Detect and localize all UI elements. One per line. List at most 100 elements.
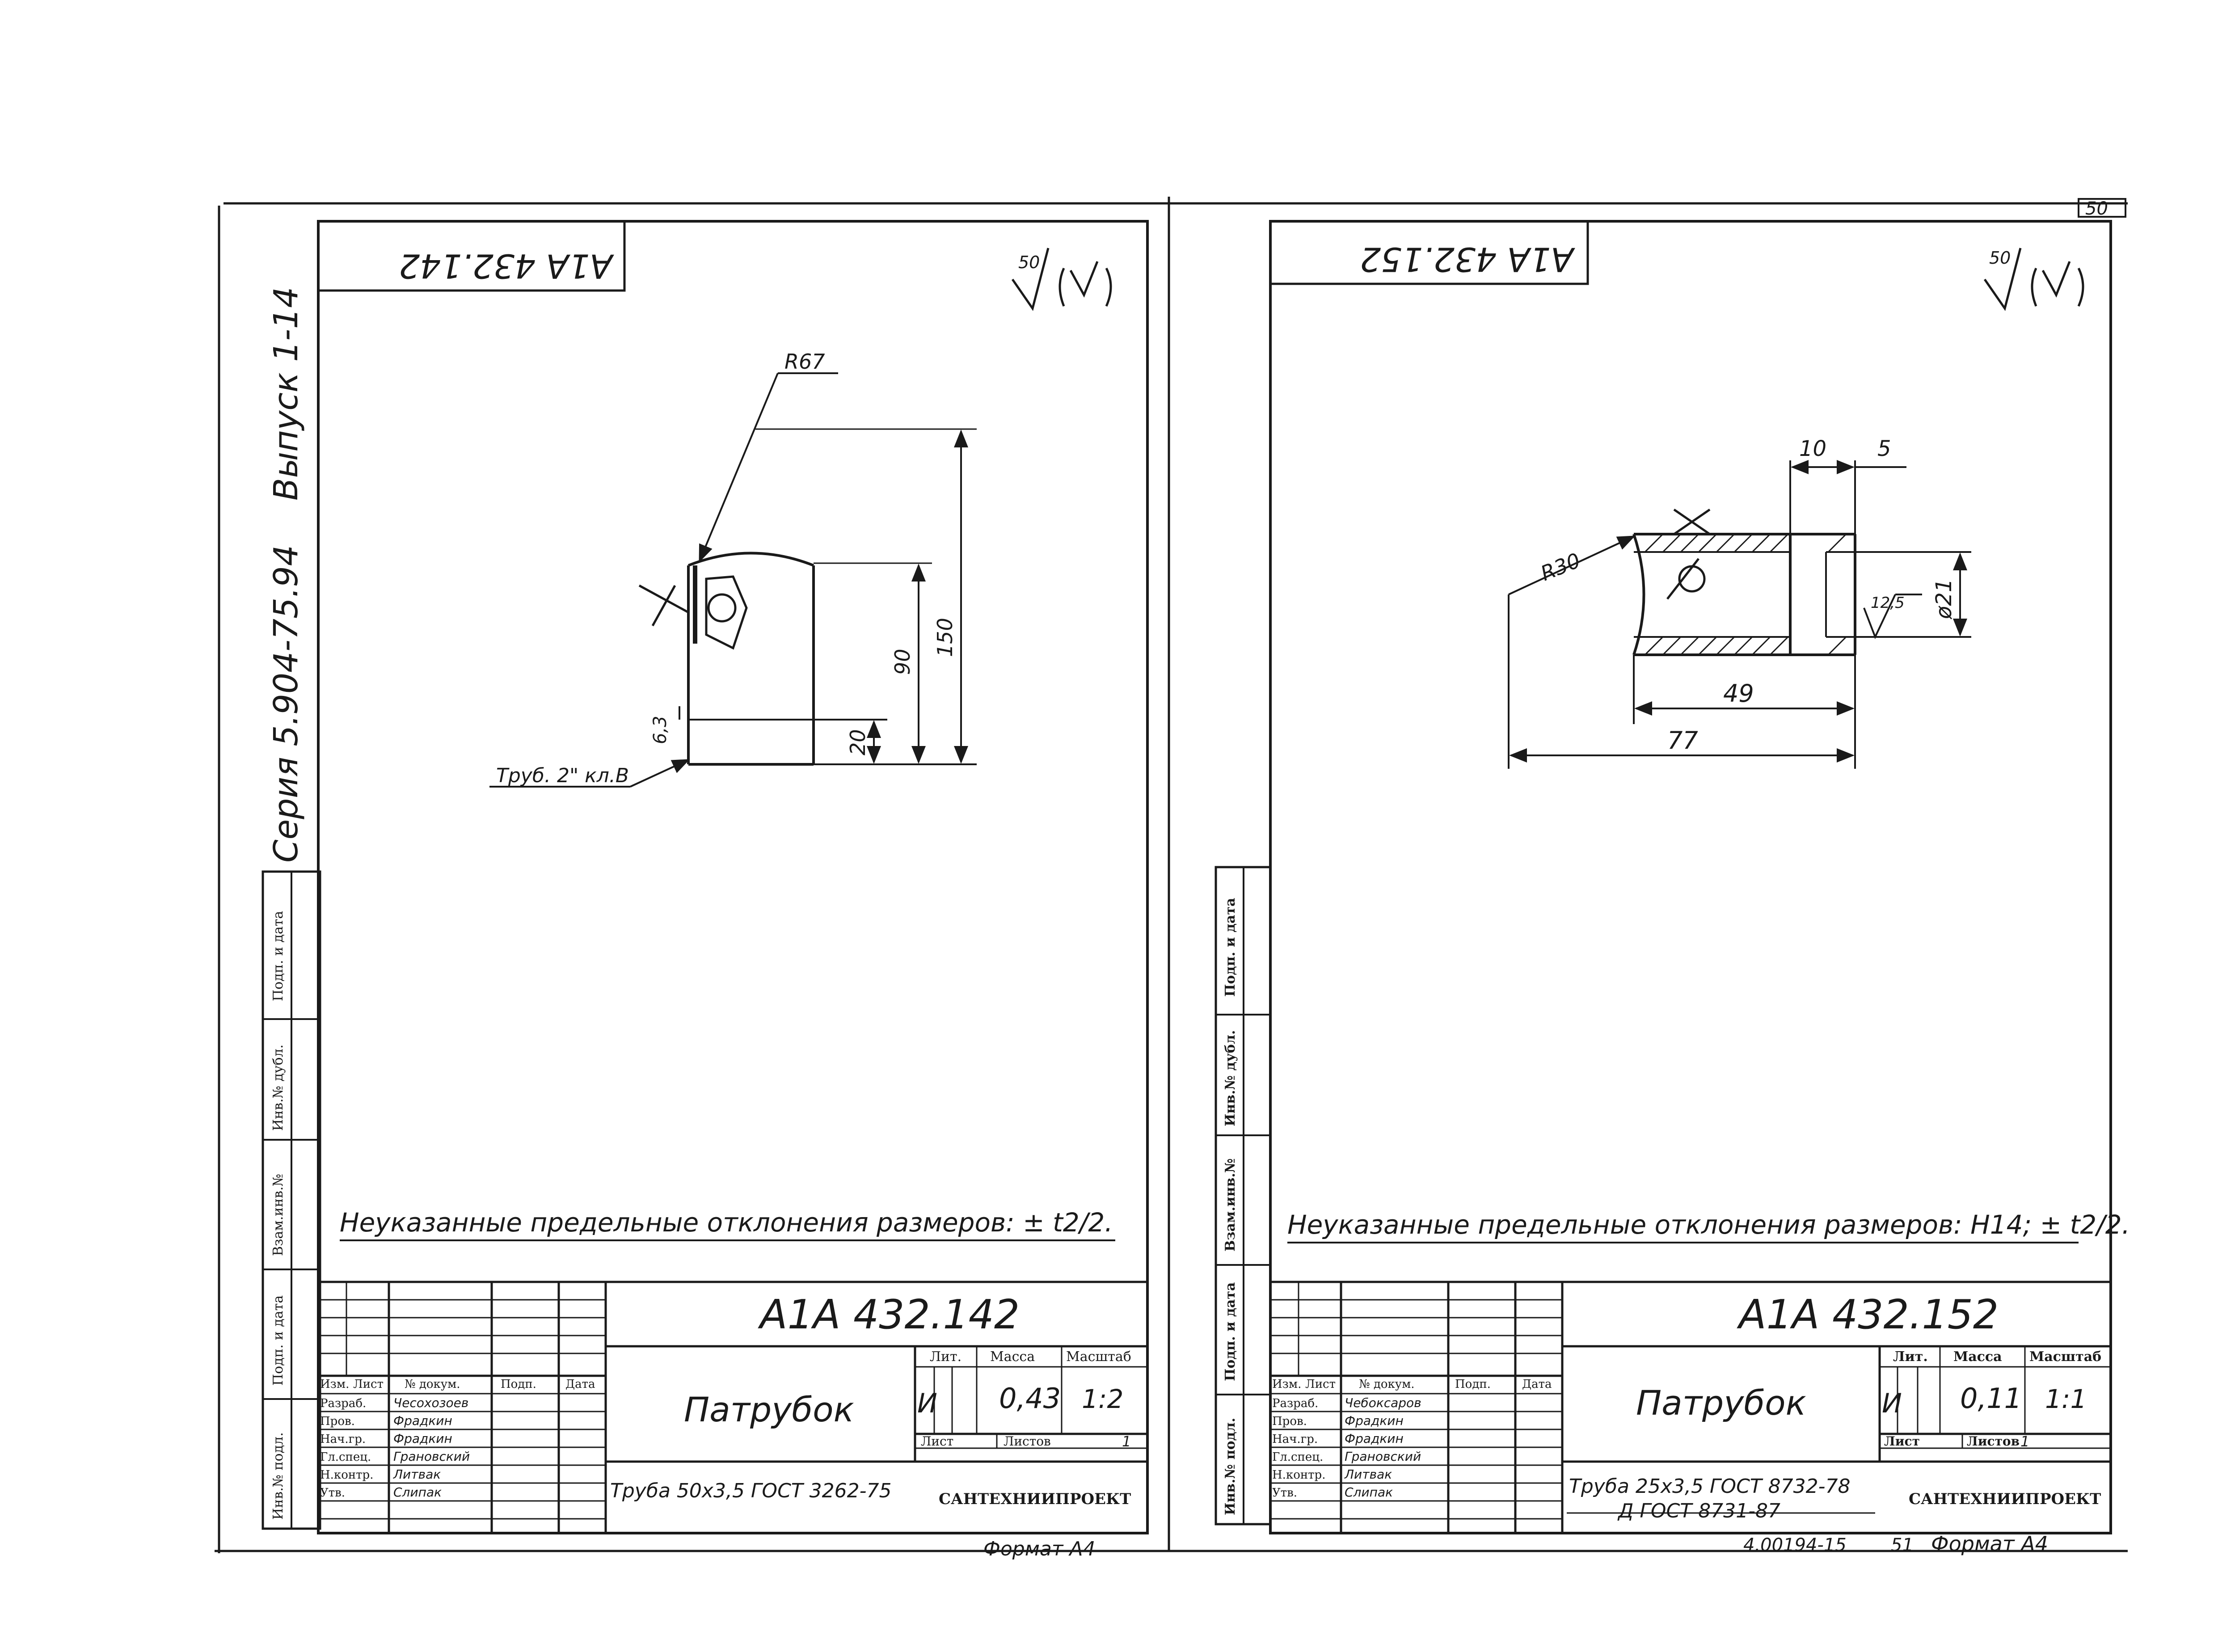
title-block-text: А1А 432.152 Патрубок Изм. Лист № докум. …	[1272, 1291, 2101, 1522]
role-name: Фрадкин	[1345, 1431, 1404, 1446]
scale-label: Масштаб	[1066, 1349, 1131, 1365]
sheets-value: 1	[2020, 1433, 2029, 1450]
designation: А1А 432.142	[758, 1291, 1020, 1338]
weld-mark	[1666, 508, 1711, 600]
role-name: Грановский	[393, 1449, 470, 1464]
role-label: Нач.гр.	[320, 1433, 366, 1446]
thread-note: Труб. 2" кл.В	[496, 764, 629, 787]
format-label: Формат А4	[983, 1538, 1096, 1560]
role-label: Утв.	[320, 1486, 345, 1500]
r30-leader	[1508, 535, 1636, 769]
sheet-right: А1А 432.152 50 10 5	[1269, 220, 2130, 1556]
role-name: Чебоксаров	[1345, 1395, 1421, 1410]
pipe-hatching	[1644, 533, 1847, 656]
left-side-stamp: Подп. и дата Инв.№ дубл. Взам.инв.№ Подп…	[261, 870, 321, 1530]
mass-label: Масса	[1953, 1349, 2002, 1365]
format-label: Формат А4	[1931, 1532, 2048, 1556]
dim-thread-size: 6,3	[650, 716, 670, 744]
dim-length-49: 49	[1723, 679, 1754, 708]
material-line-2: Д ГОСТ 8731-87	[1617, 1500, 1780, 1522]
dim-5: 5	[1877, 436, 1891, 461]
diameter-dim	[1855, 551, 1971, 640]
rotated-code: А1А 432.142	[399, 246, 614, 285]
scale-value: 1:2	[1082, 1384, 1123, 1414]
roughness-value: 50	[1018, 253, 1040, 272]
lit-label: Лит.	[1893, 1349, 1928, 1365]
sheets-label: Листов	[1004, 1434, 1051, 1449]
title-block	[1269, 1281, 2112, 1534]
mass-value: 0,11	[1960, 1382, 2022, 1415]
role-label: Н.контр.	[320, 1468, 373, 1482]
archive-number: 4.00194-15	[1743, 1535, 1847, 1555]
dim-radius: R67	[784, 350, 825, 374]
series-label: Серия 5.904-75.94	[267, 545, 305, 863]
col-header: Дата	[565, 1378, 595, 1391]
dim-height-150: 150	[933, 618, 957, 657]
length-dimensions	[1509, 655, 1856, 769]
role-name: Слипак	[1345, 1485, 1393, 1500]
role-label: Гл.спец.	[320, 1450, 371, 1464]
roughness-symbol	[1011, 248, 1112, 311]
dim-height-90: 90	[890, 649, 915, 675]
stamp-cell: Взам.инв.№	[270, 1174, 286, 1256]
col-header: Лист	[1305, 1378, 1336, 1391]
stamp-cell: Инв.№ дубл.	[1223, 1030, 1238, 1126]
stamp-cell: Инв.№ подл.	[270, 1432, 286, 1520]
stamp-cell: Подп. и дата	[1223, 898, 1238, 997]
stamp-cell: Подп. и дата	[270, 911, 286, 1001]
stamp-cell: Взам.инв.№	[1223, 1158, 1238, 1252]
roughness-symbol	[1983, 248, 2084, 311]
sheets-label: Листов	[1967, 1434, 2020, 1449]
sheet-label: Лист	[1884, 1434, 1920, 1449]
dim-roughness-12-5: 12,5	[1871, 594, 1905, 612]
dim-10: 10	[1799, 436, 1826, 461]
title-block	[317, 1281, 1149, 1534]
designation: А1А 432.152	[1737, 1291, 1999, 1338]
pipe-body	[1632, 533, 1856, 656]
col-header: № докум.	[405, 1378, 460, 1391]
scale-value: 1:1	[2045, 1384, 2087, 1414]
scale-label: Масштаб	[2029, 1349, 2101, 1365]
dim-length-77: 77	[1667, 726, 1698, 754]
page-frame	[215, 197, 2128, 1553]
role-name: Чесохозоев	[393, 1395, 468, 1410]
role-label: Гл.спец.	[1272, 1450, 1323, 1464]
role-label: Н.контр.	[1272, 1468, 1325, 1482]
role-label: Утв.	[1272, 1486, 1297, 1500]
mass-value: 0,43	[999, 1382, 1061, 1415]
role-label: Разраб.	[320, 1397, 366, 1410]
stamp-cell: Инв.№ дубл.	[270, 1045, 286, 1131]
col-header: Изм.	[320, 1378, 349, 1391]
col-header: Подп.	[1455, 1378, 1491, 1391]
corner-page-number: 50	[2085, 198, 2108, 219]
part-name: Патрубок	[1636, 1383, 1806, 1423]
dim-height-20: 20	[846, 729, 870, 755]
lit-value: И	[917, 1388, 937, 1419]
issue-label: Выпуск 1-14	[267, 287, 305, 501]
role-name: Литвак	[1344, 1467, 1392, 1482]
weld-mark	[638, 575, 748, 650]
right-side-stamp: Подп. и дата Инв.№ дубл. Взам.инв.№ Подп…	[1214, 866, 1272, 1526]
role-label: Нач.гр.	[1272, 1433, 1318, 1446]
role-label: Пров.	[1272, 1415, 1307, 1428]
general-note: Неуказанные предельные отклонения размер…	[340, 1207, 1113, 1238]
part-name: Патрубок	[684, 1390, 854, 1429]
sheet-left: А1А 432.142 50 R67	[317, 220, 1149, 1560]
r67-leader	[699, 372, 838, 563]
organization: САНТЕХНИИПРОЕКТ	[939, 1490, 1131, 1508]
title-block-text: А1А 432.142 Патрубок Изм. Лист № докум. …	[320, 1291, 1131, 1508]
col-header: Изм.	[1272, 1378, 1301, 1391]
dim-diameter: ø21	[1931, 579, 1957, 620]
role-name: Слипак	[393, 1485, 442, 1500]
roughness-value: 50	[1989, 248, 2011, 268]
rotated-code: А1А 432.152	[1360, 240, 1575, 278]
stamp-cell: Подп. и дата	[270, 1295, 286, 1386]
col-header: Дата	[1522, 1378, 1552, 1391]
role-name: Фрадкин	[1345, 1413, 1404, 1428]
material-line-1: Труба 25х3,5 ГОСТ 8732-78	[1569, 1475, 1851, 1498]
mass-label: Масса	[990, 1349, 1035, 1365]
role-label: Пров.	[320, 1415, 355, 1428]
role-name: Фрадкин	[393, 1413, 452, 1428]
dimension-lines	[814, 430, 977, 765]
